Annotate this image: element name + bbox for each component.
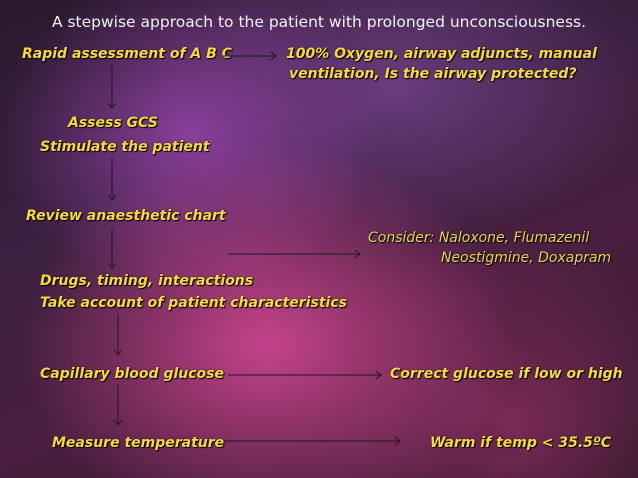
step-abc-action-line1: 100% Oxygen, airway adjuncts, manual [286,46,597,62]
step-gcs-line1: Assess GCS [68,115,158,131]
step-drugs-line2: Take account of patient characteristics [40,295,347,311]
step-consider-line1: Consider: Naloxone, Flumazenil [368,230,590,246]
slide-title: A stepwise approach to the patient with … [51,13,587,31]
step-glucose: Capillary blood glucose [40,366,224,382]
arrowhead-to-consider [354,249,361,259]
step-glucose-action: Correct glucose if low or high [390,366,623,382]
step-temp: Measure temperature [52,435,225,451]
arrowhead-glucose-to-action [375,370,382,380]
step-chart: Review anaesthetic chart [26,208,226,224]
arrowhead-gcs-to-chart [107,194,117,201]
arrowhead-abc-to-gcs [107,102,117,109]
arrowhead-temp-to-action [394,436,401,446]
step-abc: Rapid assessment of A B C [22,46,232,62]
step-consider-line2: Neostigmine, Doxapram [441,250,612,266]
step-drugs-line1: Drugs, timing, interactions [40,273,254,289]
arrowhead-chart-to-drugs [107,262,117,269]
arrowhead-glucose-to-temp [113,419,123,426]
arrowhead-abc-to-action [270,51,277,61]
arrowhead-drugs-to-glucose [113,349,123,356]
step-abc-action-line2: ventilation, Is the airway protected? [289,66,577,82]
step-gcs-line2: Stimulate the patient [40,139,210,155]
step-temp-action: Warm if temp < 35.5ºC [430,435,612,451]
